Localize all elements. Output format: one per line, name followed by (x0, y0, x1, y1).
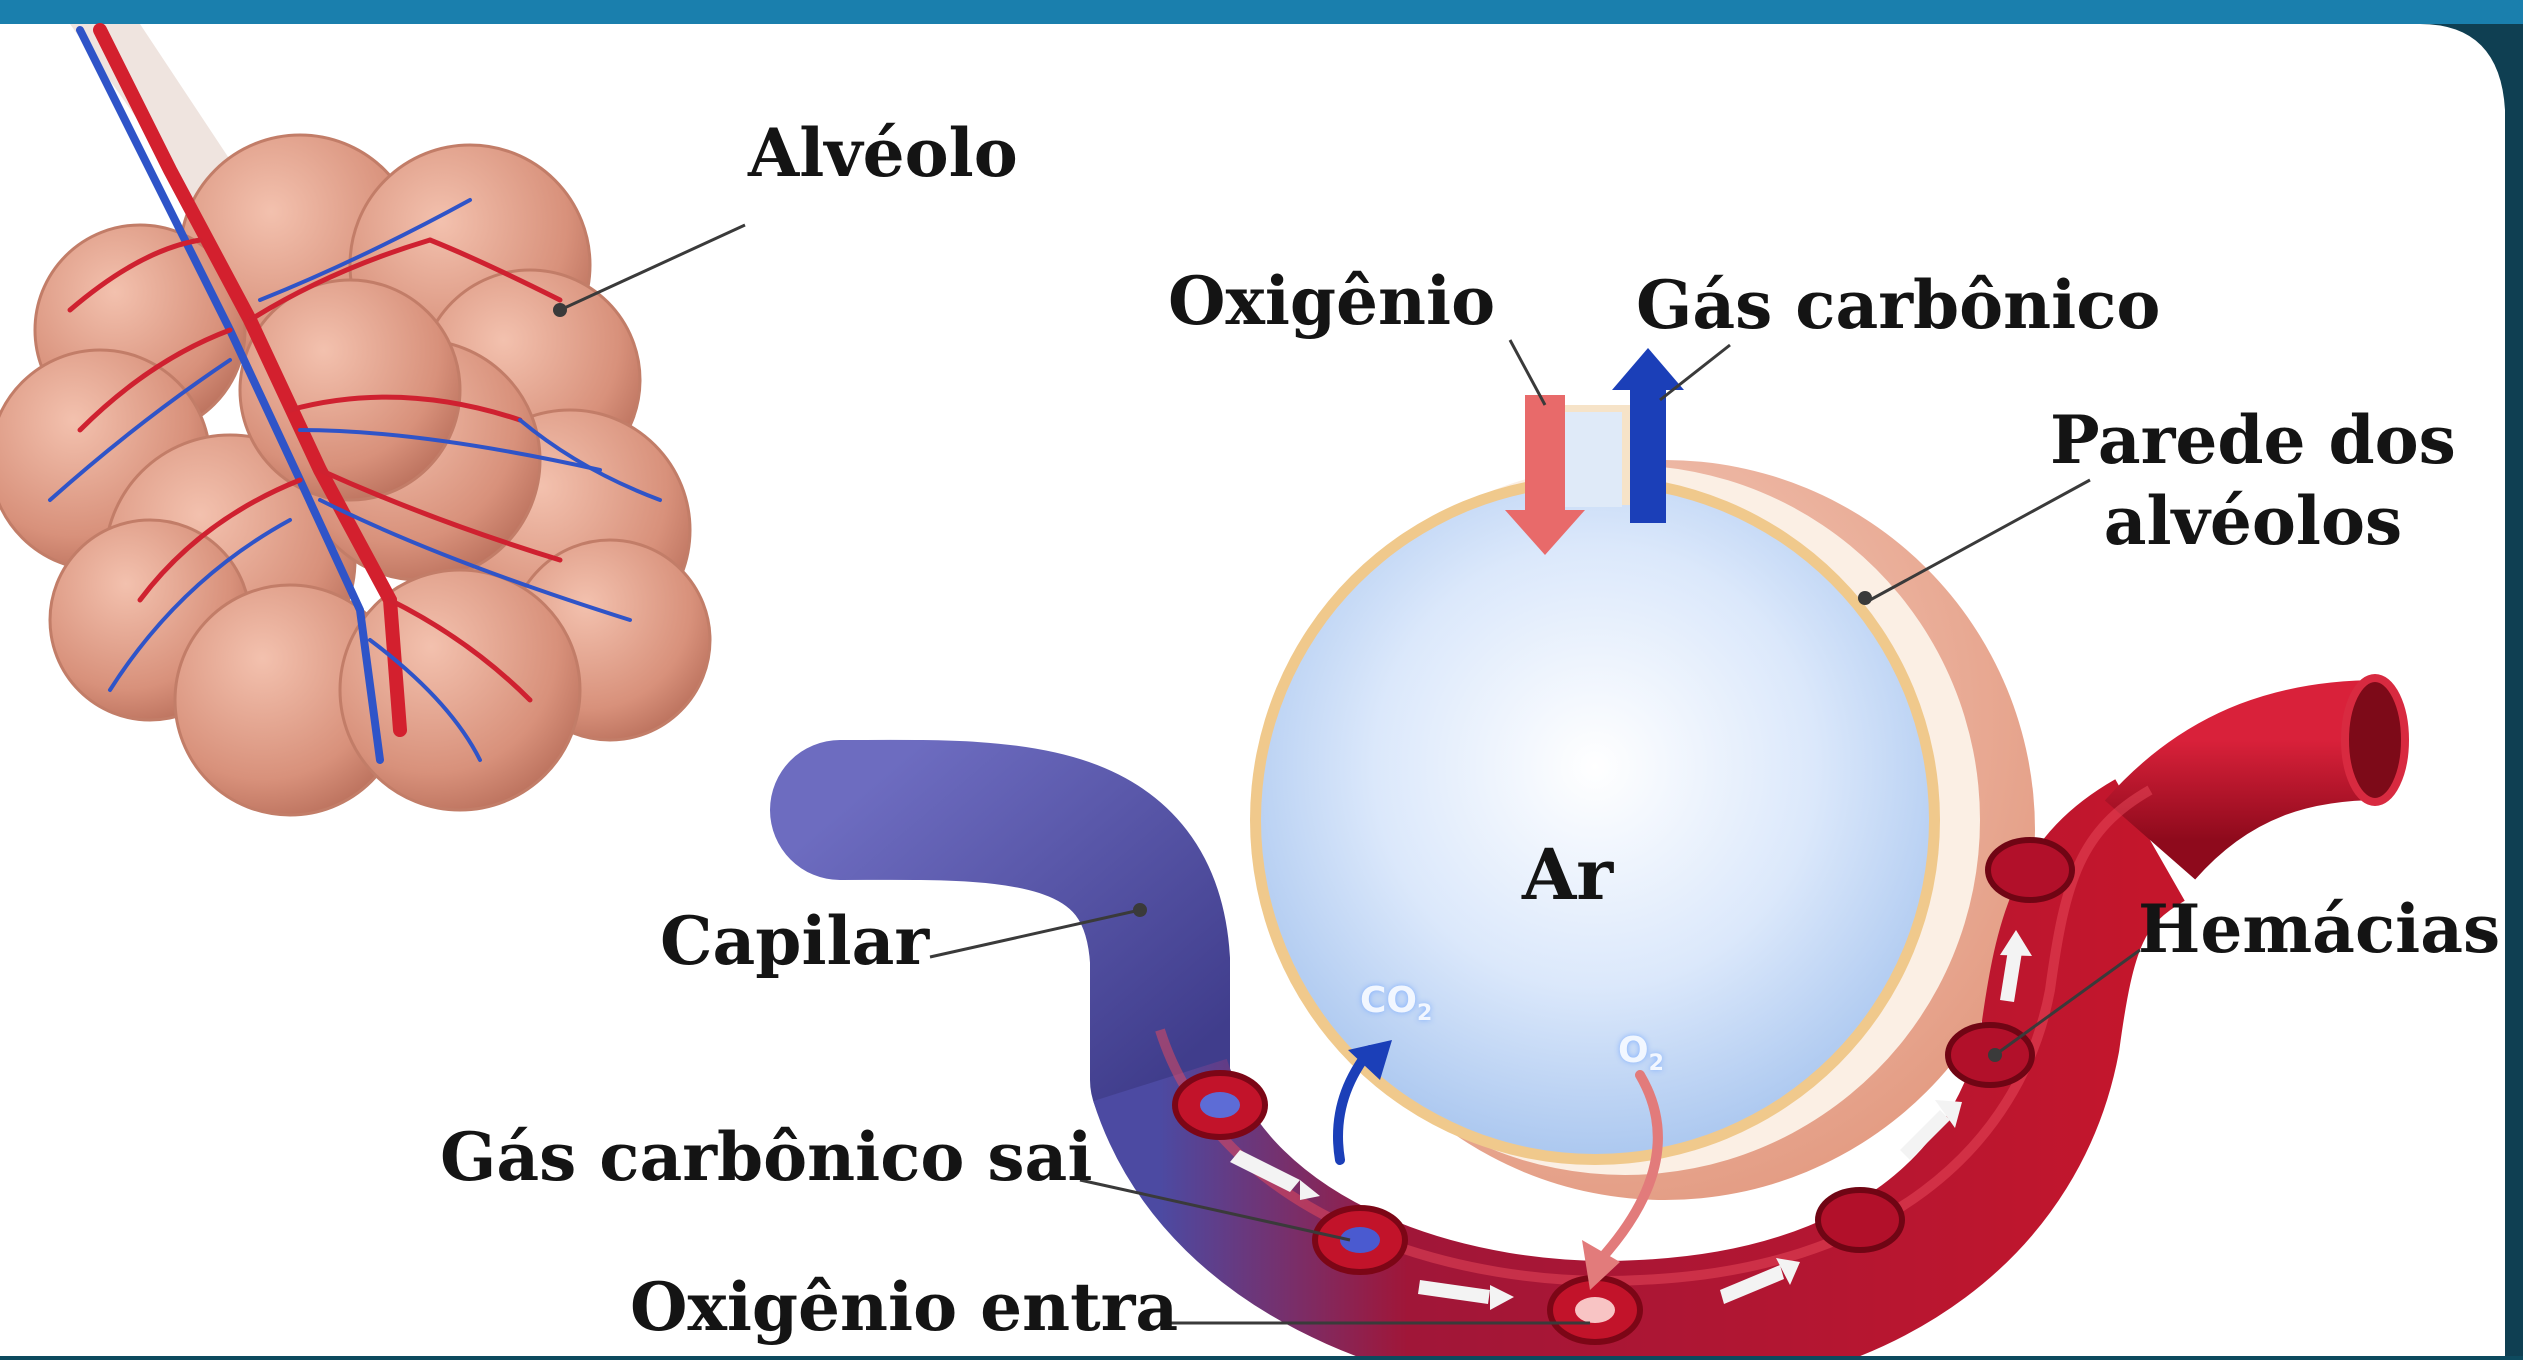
blood-flow-arrows (1230, 930, 2032, 1310)
label-gas-carbonico-sai: Gás carbônico sai (440, 1118, 1093, 1196)
frame-top-bar (0, 0, 2523, 24)
label-parede-dos-alveolos: Parede dos alvéolos (2050, 400, 2456, 561)
label-oxigenio-entra: Oxigênio entra (630, 1268, 1179, 1346)
o2-gas-label: O2 (1618, 1030, 1664, 1076)
leader-lines (559, 223, 2141, 1325)
co2-out-arrow (1612, 348, 1684, 523)
capillary-exchange-segment (1093, 779, 2187, 1360)
pulmonary-vein-branch (76, 26, 384, 764)
capillary-venous-end (770, 739, 1230, 1150)
rbc-co2 (1172, 1070, 1268, 1140)
label-parede-line2: alvéolos (2103, 481, 2403, 560)
pulmonary-artery-branch (93, 23, 407, 737)
label-gas-carbonico: Gás carbônico (1636, 266, 2161, 344)
label-alveolo: Alvéolo (748, 114, 1018, 192)
label-ar: Ar (1522, 833, 1614, 916)
capillary (770, 674, 2409, 1360)
co2-gas-label: CO2 (1360, 980, 1432, 1026)
red-blood-cells (1172, 837, 2075, 1345)
gas-arrows (1505, 348, 1684, 555)
rbc-co2-2 (1312, 1205, 1408, 1275)
oxygen-in-arrow (1505, 395, 1585, 555)
label-capilar: Capilar (660, 902, 930, 980)
label-oxigenio: Oxigênio (1168, 262, 1496, 340)
capillary-opening (2341, 674, 2409, 806)
alveolus-cluster (0, 23, 712, 817)
co2-main: CO (1360, 980, 1418, 1021)
label-parede-line1: Parede dos (2050, 401, 2456, 479)
o2-entry-arrow (1595, 1070, 1663, 1265)
exchange-arrows (1333, 1040, 1663, 1290)
label-hemacias: Hemácias (2138, 890, 2501, 968)
o2-sub: 2 (1648, 1051, 1664, 1077)
rbc-oxygen (1547, 1275, 1643, 1345)
o2-main: O (1618, 1030, 1649, 1071)
co2-sub: 2 (1417, 1001, 1433, 1027)
